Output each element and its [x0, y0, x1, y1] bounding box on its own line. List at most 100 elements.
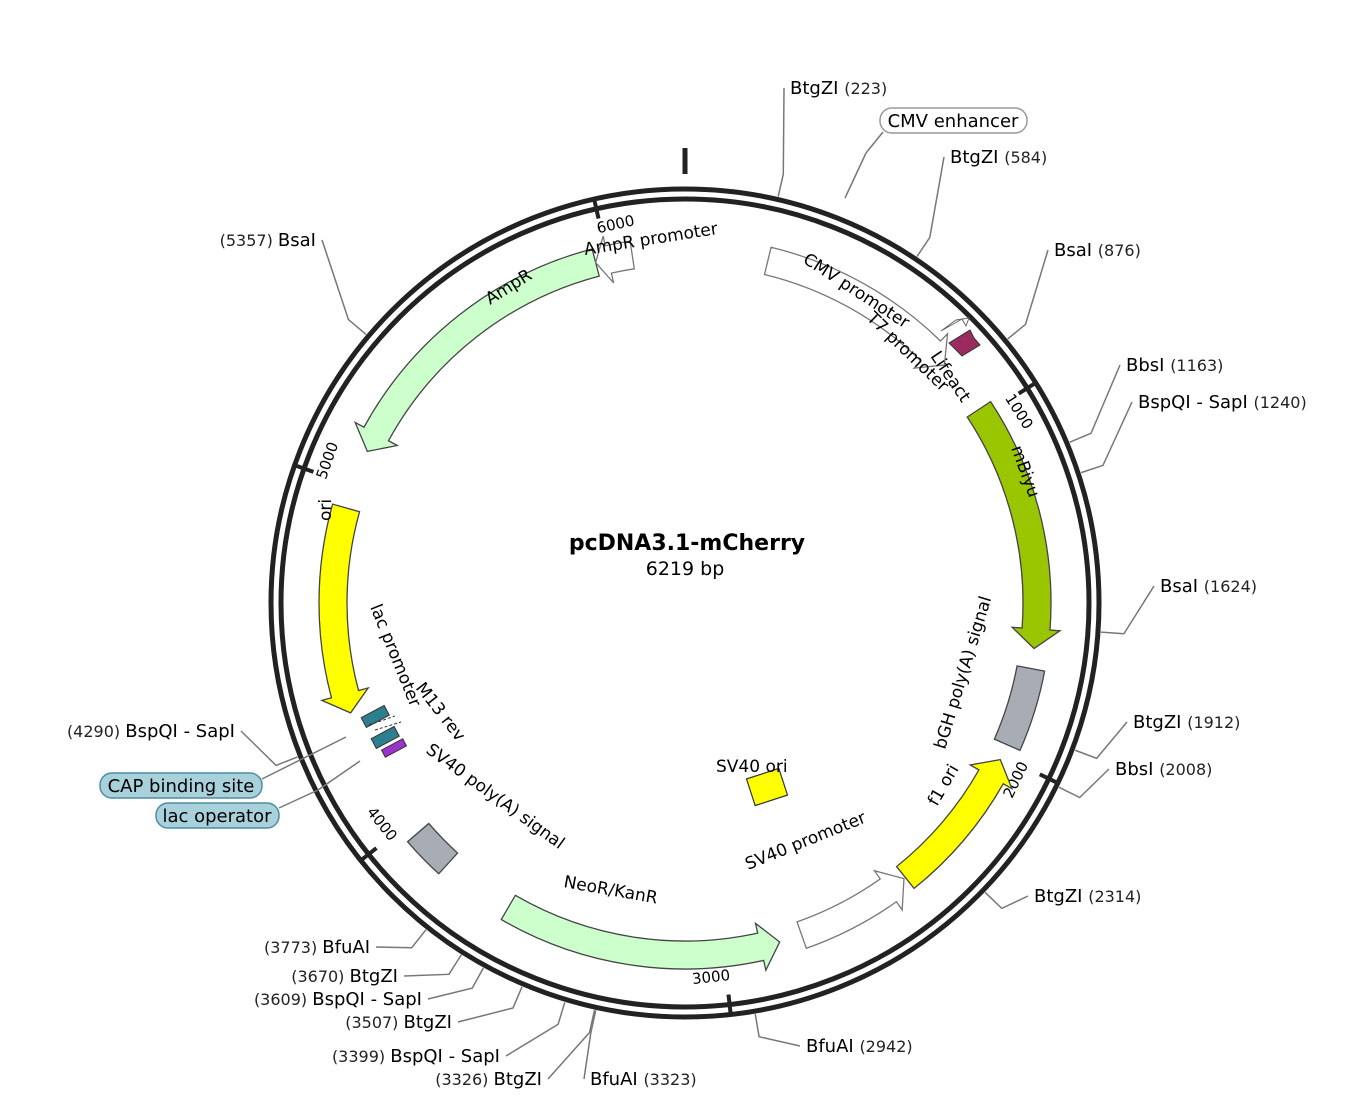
feature-arrow[interactable]: [500, 894, 781, 973]
sv40-ori-box: [745, 767, 789, 807]
site-name: BtgZI: [790, 78, 844, 99]
restriction-site[interactable]: (3507) BtgZI: [345, 1012, 452, 1033]
site-leader: [1074, 721, 1128, 760]
site-leader: [321, 239, 367, 335]
lac-region: [360, 704, 408, 758]
site-leader: [777, 87, 785, 197]
tick-mark: [592, 200, 601, 220]
site-leader: [754, 1013, 801, 1047]
restriction-site[interactable]: BbsI (1163): [1126, 355, 1223, 376]
site-position: (2942): [859, 1037, 912, 1056]
site-position: (3399): [332, 1047, 390, 1066]
feature-arrow[interactable]: [966, 400, 1062, 650]
restriction-site[interactable]: (4290) BspQI - SapI: [67, 721, 235, 742]
restriction-site[interactable]: BsaI (1624): [1160, 576, 1257, 597]
restriction-site[interactable]: (3399) BspQI - SapI: [332, 1046, 500, 1067]
label-bgh-polya: bGH poly(A) signal: [931, 594, 997, 752]
backbone-inner-strand: [278, 196, 1092, 1010]
site-leader: [547, 1009, 596, 1080]
site-leader: [457, 986, 523, 1023]
site-position: (3326): [435, 1070, 493, 1089]
site-position: (584): [1004, 148, 1047, 167]
site-position: (5357): [220, 231, 278, 250]
site-name: BspQI - SapI: [125, 721, 235, 742]
site-name: BtgZI: [1133, 712, 1187, 733]
cmv-enhancer-box: [879, 107, 1028, 134]
label-ori: ori: [316, 499, 336, 521]
site-leader: [375, 929, 427, 949]
leader-lac-operator: [278, 789, 319, 809]
site-leader: [505, 1002, 566, 1057]
site-name: BtgZI: [494, 1069, 542, 1090]
label-neor-kanr: NeoR/KanR: [562, 872, 659, 908]
t7-promoter-arrow: [940, 317, 970, 332]
restriction-site[interactable]: BtgZI (1912): [1133, 712, 1240, 733]
site-name: BtgZI: [350, 966, 398, 987]
tick-mark: [726, 994, 733, 1013]
restriction-site[interactable]: (3773) BfuAI: [264, 937, 370, 958]
label-sv40-ori: SV40 ori: [716, 757, 788, 777]
plasmid-size: 6219 bp: [646, 558, 725, 580]
plasmid-name: pcDNA3.1-mCherry: [569, 531, 805, 556]
site-leader: [984, 891, 1029, 910]
site-position: (3507): [345, 1013, 403, 1032]
restriction-site[interactable]: BspQI - SapI (1240): [1138, 392, 1307, 413]
lac-promoter-mark: [360, 704, 390, 729]
cap-binding-label: CAP binding site: [108, 776, 255, 797]
site-position: (3670): [291, 967, 349, 986]
feature-arrow[interactable]: [895, 758, 1014, 890]
site-leader: [1058, 768, 1110, 799]
site-name: BspQI - SapI: [390, 1046, 500, 1067]
tick-mark: [295, 464, 315, 474]
restriction-site[interactable]: BtgZI (2314): [1034, 886, 1141, 907]
tick-label: 4000: [363, 803, 401, 844]
restriction-site[interactable]: BfuAI (3323): [590, 1069, 697, 1090]
site-position: (1163): [1170, 356, 1223, 375]
site-name: BfuAI: [322, 937, 370, 958]
lac-dotted-mark: [368, 715, 396, 726]
label-sv40-promoter: SV40 promoter: [742, 808, 868, 875]
site-name: BspQI - SapI: [1138, 392, 1253, 413]
site-name: BsaI: [1054, 240, 1098, 261]
restriction-site[interactable]: BbsI (2008): [1115, 759, 1212, 780]
feature-arrow[interactable]: [796, 869, 905, 950]
site-leaders: [240, 87, 1155, 1080]
site-name: BsaI: [278, 230, 316, 251]
site-position: (1624): [1204, 577, 1257, 596]
lifeact-arrow: [948, 329, 981, 357]
restriction-site[interactable]: BtgZI (223): [790, 78, 887, 99]
lac-operator-box: [155, 802, 280, 829]
misc-feature-mark: [380, 738, 408, 758]
lac-dotted-mark-2: [374, 721, 402, 731]
feature-arrow[interactable]: [353, 248, 601, 453]
feature-arrow[interactable]: [406, 822, 459, 875]
restriction-site[interactable]: BtgZI (584): [950, 147, 1047, 168]
site-name: BsaI: [1160, 576, 1204, 597]
site-name: BtgZI: [404, 1012, 452, 1033]
backbone-outer-strand: [268, 186, 1102, 1020]
site-leader: [583, 1010, 597, 1080]
label-sv40-polya: SV40 poly(A) signal: [422, 740, 568, 854]
restriction-site[interactable]: (3670) BtgZI: [291, 966, 398, 987]
site-leader: [1080, 401, 1133, 474]
restriction-site[interactable]: BsaI (876): [1054, 240, 1141, 261]
site-leader: [240, 730, 298, 767]
site-position: (876): [1098, 241, 1141, 260]
restriction-site[interactable]: (3609) BspQI - SapI: [254, 989, 422, 1010]
tick-label: 3000: [691, 966, 731, 988]
feature-arrow[interactable]: [594, 235, 636, 284]
site-name: BbsI: [1115, 759, 1159, 780]
site-leader: [916, 156, 945, 257]
feature-arrow[interactable]: [763, 246, 949, 370]
site-position: (3609): [254, 990, 312, 1009]
site-leader: [427, 967, 485, 1000]
backbone: [268, 148, 1102, 1020]
feature-arrow[interactable]: [993, 665, 1046, 752]
tick-mark: [1017, 382, 1036, 396]
feature-arrow[interactable]: [318, 503, 370, 714]
restriction-site[interactable]: BfuAI (2942): [806, 1036, 913, 1057]
restriction-site[interactable]: (3326) BtgZI: [435, 1069, 542, 1090]
restriction-site[interactable]: (5357) BsaI: [220, 230, 316, 251]
site-leader: [1100, 585, 1155, 635]
